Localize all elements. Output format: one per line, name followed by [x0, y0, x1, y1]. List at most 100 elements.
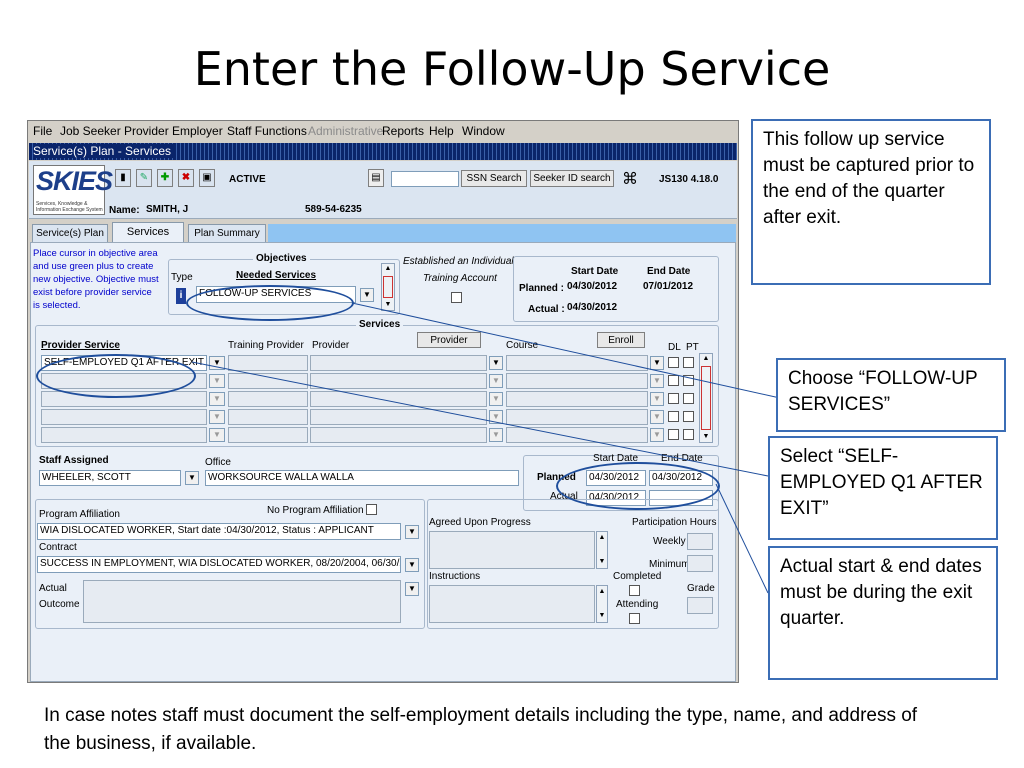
- weekly-hours-field[interactable]: [687, 533, 713, 550]
- provider-dropdown[interactable]: ▼: [489, 410, 503, 424]
- service-cell[interactable]: [41, 409, 207, 425]
- provider-cell[interactable]: [310, 409, 487, 425]
- enroll-button[interactable]: Enroll: [597, 332, 645, 348]
- plan-end-label: End Date: [647, 266, 691, 277]
- pt-checkbox[interactable]: [683, 357, 694, 368]
- contract-field[interactable]: SUCCESS IN EMPLOYMENT, WIA DISLOCATED WO…: [37, 556, 401, 573]
- connector-follow-up: [351, 302, 781, 399]
- participation-hours-label: Participation Hours: [632, 517, 717, 528]
- provider-button[interactable]: Provider: [417, 332, 481, 348]
- ssn-search-button[interactable]: SSN Search: [461, 170, 527, 187]
- tab-service-plan[interactable]: Service(s) Plan: [32, 224, 108, 242]
- course-dropdown[interactable]: ▼: [650, 356, 664, 370]
- attending-checkbox[interactable]: [629, 613, 640, 624]
- course-dropdown[interactable]: ▼: [650, 374, 664, 388]
- provider-dropdown[interactable]: ▼: [489, 356, 503, 370]
- menu-file[interactable]: File: [33, 124, 53, 138]
- pt-checkbox[interactable]: [683, 375, 694, 386]
- course-dropdown[interactable]: ▼: [650, 410, 664, 424]
- dl-checkbox[interactable]: [668, 357, 679, 368]
- outcome-dropdown[interactable]: ▼: [405, 582, 419, 596]
- delete-x-icon[interactable]: ✖: [178, 169, 194, 187]
- service-dropdown[interactable]: ▼: [209, 374, 225, 388]
- binoculars-icon[interactable]: ⌘: [622, 171, 638, 188]
- dl-checkbox[interactable]: [668, 429, 679, 440]
- training-provider-cell[interactable]: [228, 391, 308, 407]
- training-provider-cell[interactable]: [228, 409, 308, 425]
- training-provider-cell[interactable]: [228, 373, 308, 389]
- instructions-label: Instructions: [429, 571, 481, 582]
- agreed-progress-field[interactable]: [429, 531, 595, 569]
- menu-job-seeker[interactable]: Job Seeker: [60, 124, 121, 138]
- type-info-icon[interactable]: i: [176, 288, 186, 304]
- dl-checkbox[interactable]: [668, 411, 679, 422]
- program-affiliation-field[interactable]: WIA DISLOCATED WORKER, Start date :04/30…: [37, 523, 401, 540]
- service-cell[interactable]: [41, 427, 207, 443]
- menu-administrative[interactable]: Administrative: [308, 124, 384, 138]
- highlight-oval-provider-service: [36, 354, 196, 398]
- instructions-field[interactable]: [429, 585, 595, 623]
- course-dropdown[interactable]: ▼: [650, 392, 664, 406]
- minimum-hours-field[interactable]: [687, 555, 713, 572]
- service-dropdown[interactable]: ▼: [209, 410, 225, 424]
- service-dropdown[interactable]: ▼: [209, 428, 225, 442]
- provider-dropdown[interactable]: ▼: [489, 392, 503, 406]
- training-provider-cell[interactable]: [228, 355, 308, 371]
- plan-planned-start: 04/30/2012: [567, 281, 618, 292]
- program-affiliation-label: Program Affiliation: [39, 509, 120, 520]
- completed-checkbox[interactable]: [629, 585, 640, 596]
- tab-services[interactable]: Services: [112, 222, 184, 243]
- program-dropdown[interactable]: ▼: [405, 525, 419, 539]
- menu-help[interactable]: Help: [429, 124, 454, 138]
- needed-service-dropdown[interactable]: ▼: [360, 288, 374, 302]
- pt-checkbox[interactable]: [683, 393, 694, 404]
- ita-checkbox[interactable]: [451, 292, 462, 303]
- door-exit-icon[interactable]: ▮: [115, 169, 131, 187]
- course-cell[interactable]: [506, 409, 648, 425]
- outcome-field[interactable]: [83, 580, 401, 623]
- dl-checkbox[interactable]: [668, 393, 679, 404]
- provider-dropdown[interactable]: ▼: [489, 428, 503, 442]
- tab-plan-summary[interactable]: Plan Summary: [188, 224, 266, 242]
- slide-title: Enter the Follow-Up Service: [193, 42, 831, 96]
- program-group: [35, 499, 425, 629]
- notepad-icon[interactable]: ▤: [368, 169, 384, 187]
- menu-bar: File Job Seeker Provider Employer Staff …: [28, 121, 738, 141]
- service-planned-label: Planned: [537, 472, 576, 483]
- menu-window[interactable]: Window: [462, 124, 505, 138]
- menu-provider[interactable]: Provider: [124, 124, 169, 138]
- course-cell[interactable]: [506, 391, 648, 407]
- provider-dropdown[interactable]: ▼: [489, 374, 503, 388]
- instructions-scrollbar[interactable]: ▲ ▼: [596, 585, 608, 623]
- green-plus-icon[interactable]: ✚: [157, 169, 173, 187]
- training-provider-cell[interactable]: [228, 427, 308, 443]
- course-cell[interactable]: [506, 373, 648, 389]
- provider-cell[interactable]: [310, 373, 487, 389]
- pt-checkbox[interactable]: [683, 411, 694, 422]
- objectives-scrollbar[interactable]: ▲ ▼: [381, 263, 395, 311]
- window-titlebar: Service(s) Plan - Services: [29, 143, 737, 160]
- agreed-progress-scrollbar[interactable]: ▲ ▼: [596, 531, 608, 569]
- dl-checkbox[interactable]: [668, 375, 679, 386]
- menu-reports[interactable]: Reports: [382, 124, 425, 138]
- no-program-affiliation-checkbox[interactable]: [366, 504, 377, 515]
- contract-dropdown[interactable]: ▼: [405, 558, 419, 572]
- course-cell[interactable]: [506, 355, 648, 371]
- provider-cell[interactable]: [310, 427, 487, 443]
- pt-checkbox[interactable]: [683, 429, 694, 440]
- provider-cell[interactable]: [310, 355, 487, 371]
- menu-staff-functions[interactable]: Staff Functions: [227, 124, 307, 138]
- seeker-id-search-button[interactable]: Seeker ID search: [530, 170, 614, 187]
- save-disk-icon[interactable]: ▣: [199, 169, 215, 187]
- course-dropdown[interactable]: ▼: [650, 428, 664, 442]
- menu-employer[interactable]: Employer: [172, 124, 223, 138]
- staff-dropdown[interactable]: ▼: [185, 471, 199, 485]
- search-input[interactable]: [391, 171, 459, 187]
- provider-cell[interactable]: [310, 391, 487, 407]
- office-field[interactable]: WORKSOURCE WALLA WALLA: [205, 470, 519, 486]
- service-dropdown[interactable]: ▼: [209, 392, 225, 406]
- grade-field[interactable]: [687, 597, 713, 614]
- pencil-icon[interactable]: ✎: [136, 169, 152, 187]
- services-scrollbar[interactable]: ▲ ▼: [699, 353, 713, 443]
- staff-assigned-field[interactable]: WHEELER, SCOTT: [39, 470, 181, 486]
